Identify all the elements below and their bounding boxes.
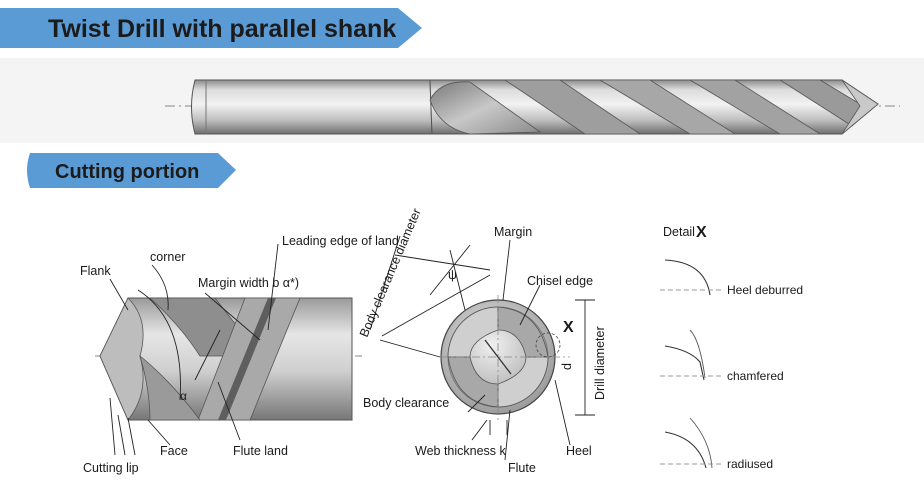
margin-width-label: Margin width b α*) [198, 276, 299, 290]
flank-label: Flank [80, 264, 111, 278]
web-thickness-label: Web thickness k [415, 444, 507, 458]
detail-item-label: Heel deburred [727, 283, 803, 297]
chisel-edge-label: Chisel edge [527, 274, 593, 288]
cutting-portion-side-view: α [95, 243, 362, 456]
section-title-banner: Cutting portion [27, 153, 236, 188]
body-clearance-diameter-label: Body clearance diameter [357, 206, 424, 339]
main-title: Twist Drill with parallel shank [48, 15, 396, 43]
margin-label: Margin [494, 225, 532, 239]
d-label: d [560, 363, 574, 370]
cutting-lip-label: Cutting lip [83, 461, 139, 475]
detail-radiused: radiused [660, 417, 773, 471]
section-title: Cutting portion [55, 161, 199, 183]
leading-edge-label: Leading edge of land [282, 234, 399, 248]
detail-marker: X [696, 224, 707, 241]
x-marker-label: X [563, 319, 574, 336]
drill-diameter-label: Drill diameter [593, 326, 607, 400]
flute-label: Flute [508, 461, 536, 475]
detail-item-label: chamfered [727, 369, 784, 383]
detail-title: Detail [663, 225, 695, 239]
detail-chamfered: chamfered [660, 329, 784, 383]
full-drill-illustration [165, 79, 900, 135]
detail-item-label: radiused [727, 457, 773, 471]
flute-land-label: Flute land [233, 444, 288, 458]
corner-label: corner [150, 250, 185, 264]
body-clearance-label: Body clearance [363, 396, 449, 410]
face-label: Face [160, 444, 188, 458]
psi-label: ψ [448, 268, 457, 282]
heel-label: Heel [566, 444, 592, 458]
alpha-small-label: α [180, 389, 187, 403]
end-view: ψ X d [369, 235, 595, 461]
detail-heel-deburred: Heel deburred [660, 259, 803, 297]
main-title-banner: Twist Drill with parallel shank [0, 8, 422, 48]
detail-panel: Detail X Heel deburred chamfered radiuse… [660, 224, 803, 471]
